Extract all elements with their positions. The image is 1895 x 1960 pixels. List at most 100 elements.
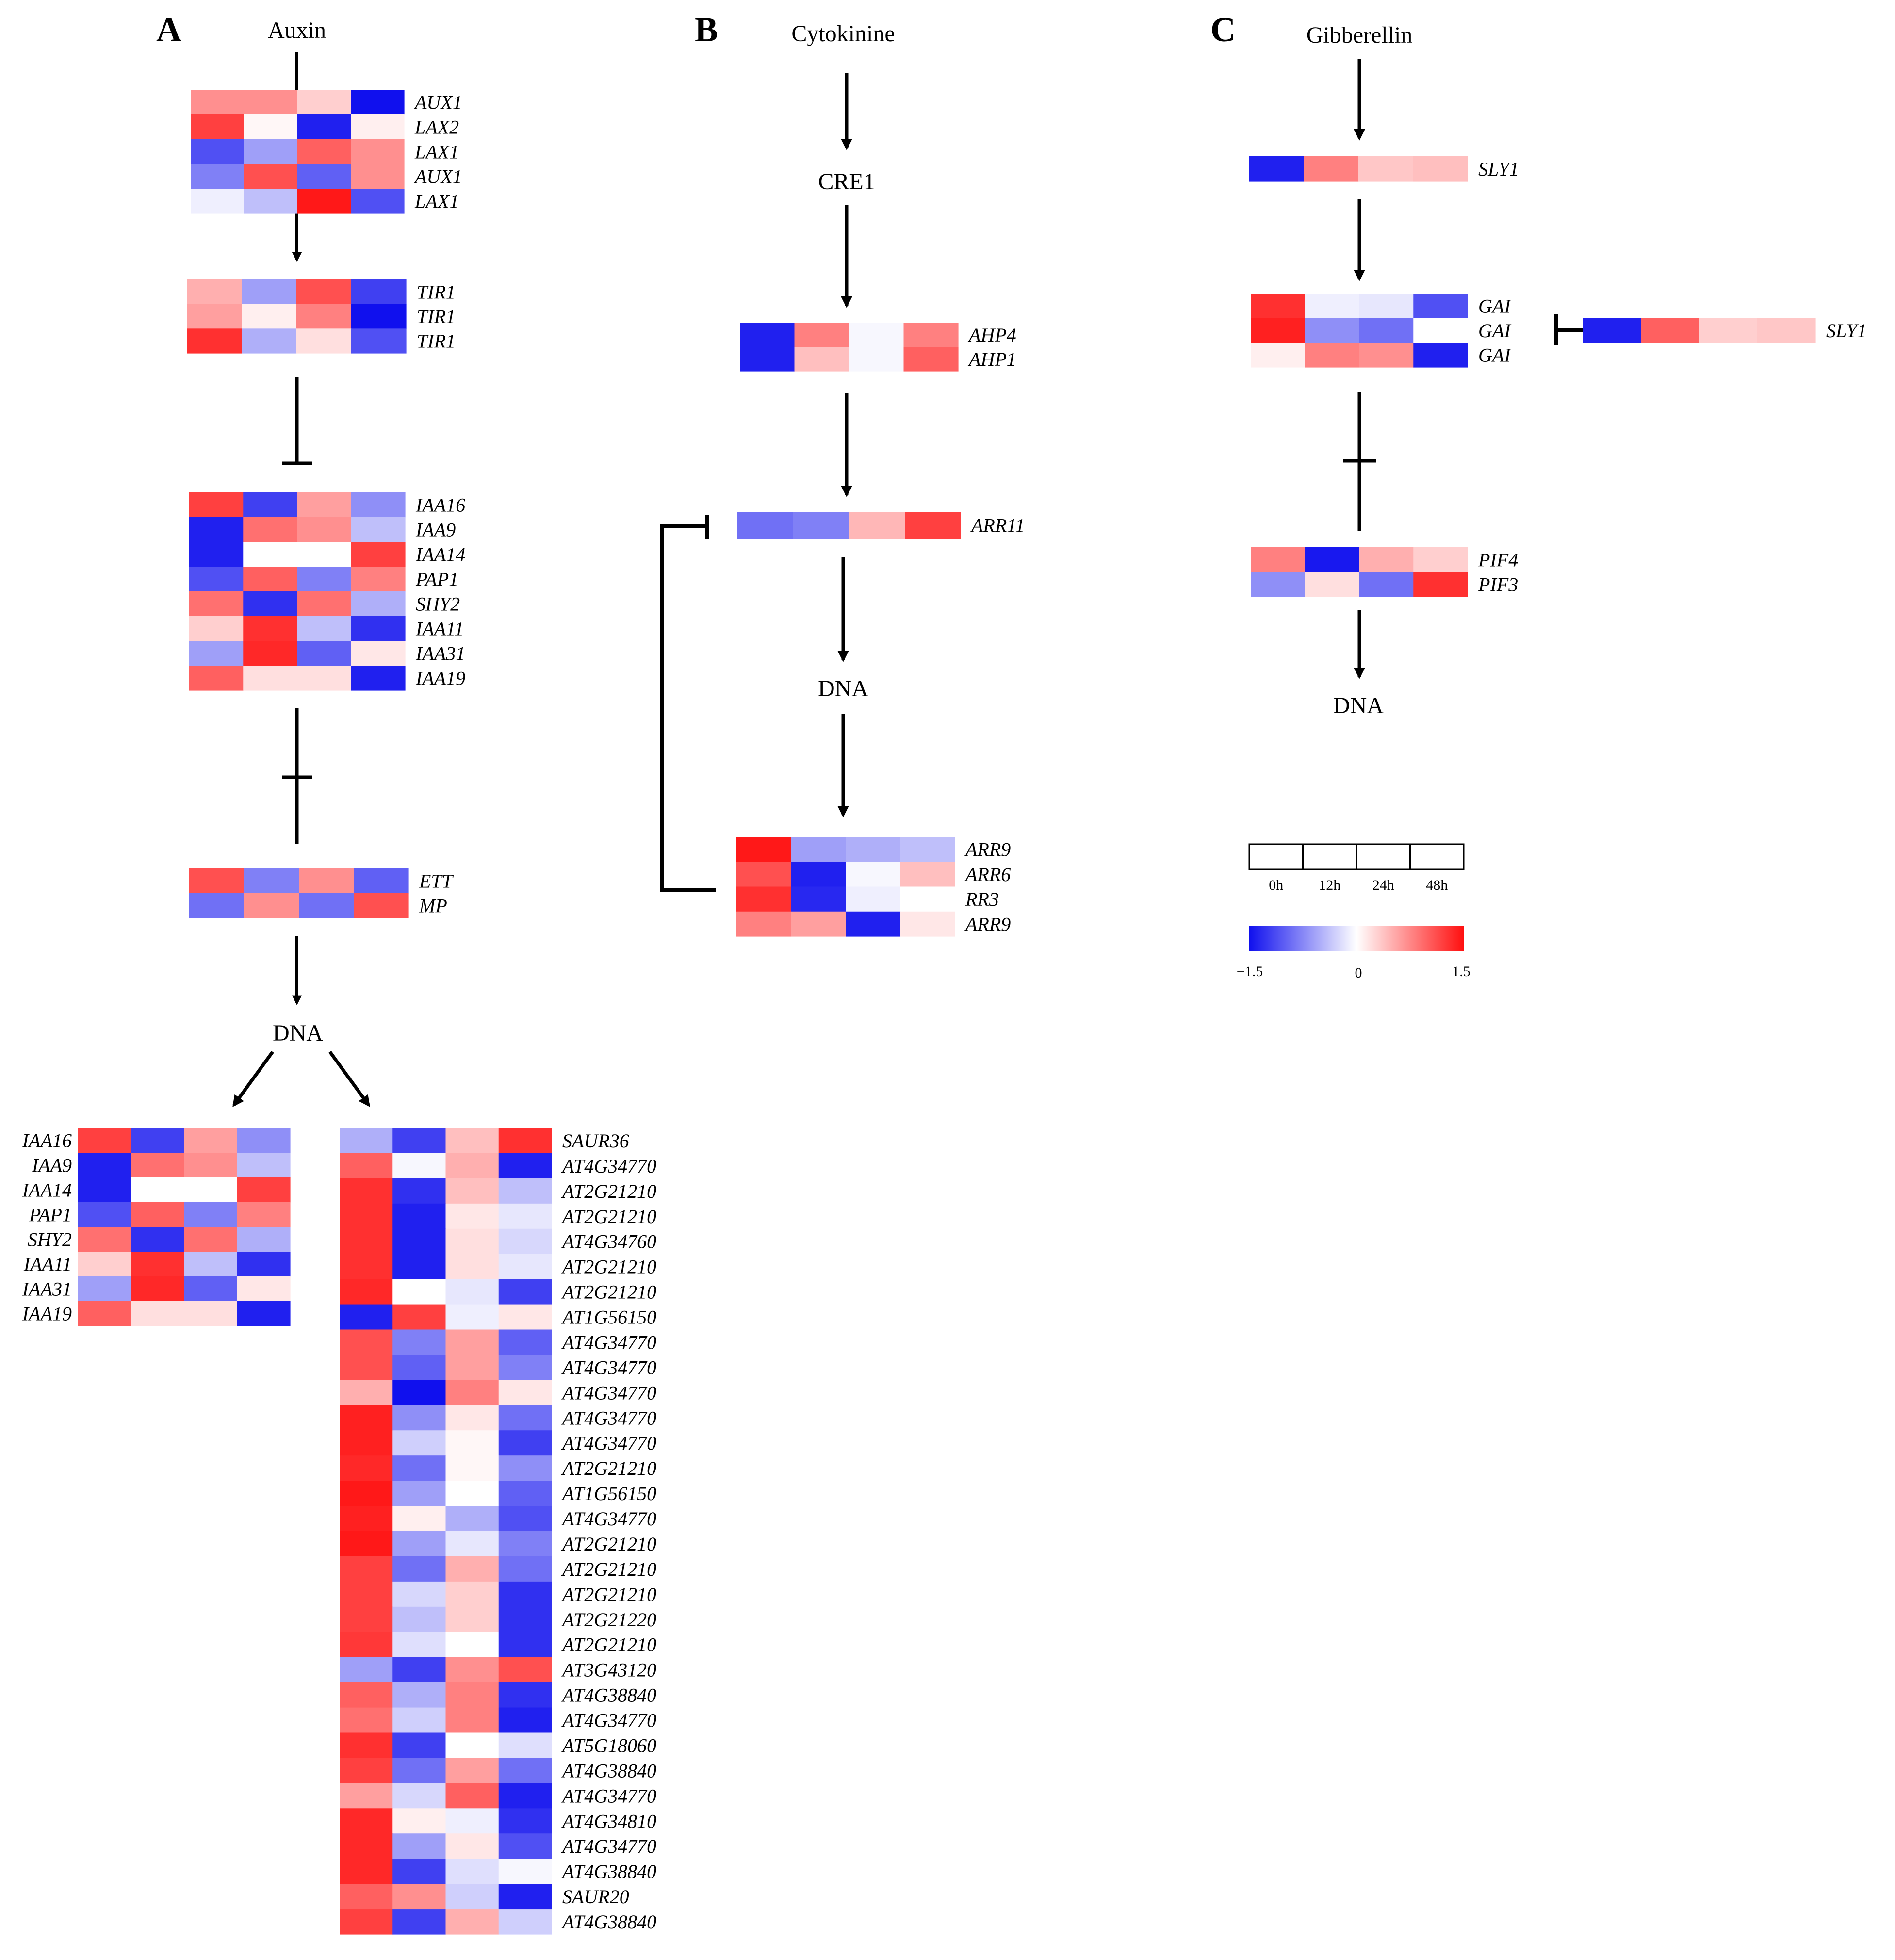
gene-label: ETT: [419, 870, 454, 892]
gene-label: AT4G34770: [561, 1382, 656, 1404]
heatmap-cell: [237, 1177, 291, 1203]
heatmap-cell: [351, 641, 406, 666]
heatmap-cell: [340, 1304, 393, 1330]
heatmap-cell: [498, 1153, 552, 1179]
heatmap-cell: [243, 616, 298, 641]
gene-label: PIF3: [1478, 574, 1518, 596]
heatmap-cell: [340, 1203, 393, 1229]
heatmap-cell: [498, 1178, 552, 1204]
heatmap-cell: [243, 492, 298, 518]
heatmap-cell: [340, 1531, 393, 1557]
heatmap-cell: [354, 868, 409, 894]
heatmap-cell: [351, 492, 406, 518]
heatmap-cell: [184, 1153, 238, 1178]
heatmap-cell: [189, 492, 244, 518]
heatmap-cell: [498, 1405, 552, 1431]
gene-label: AT2G21210: [561, 1256, 656, 1278]
heatmap-cell: [498, 1254, 552, 1280]
heatmap-cell: [392, 1128, 446, 1154]
arrow-dna-to-iaa-genes: [232, 1050, 274, 1107]
heatmap-cell: [297, 542, 352, 567]
heatmap-cell: [392, 1657, 446, 1683]
heatmap-cell: [392, 1304, 446, 1330]
gene-label: ARR9: [964, 839, 1011, 861]
heatmap-cell: [243, 641, 298, 666]
heatmap-cell: [351, 666, 406, 691]
heatmap-cell: [191, 189, 245, 214]
heatmap-cell: [340, 1833, 393, 1859]
heatmap-cell: [1305, 547, 1360, 572]
heatmap-cell: [846, 886, 901, 912]
timepoint-label: 0h: [1269, 877, 1283, 893]
heatmap-cell: [131, 1202, 184, 1227]
heatmap-cell: [392, 1758, 446, 1783]
timepoint-label: 48h: [1426, 877, 1448, 893]
heatmap-cell: [392, 1254, 446, 1280]
heatmap-cell: [737, 512, 794, 539]
heatmap-cell: [498, 1228, 552, 1255]
gene-label: AT2G21210: [561, 1558, 656, 1580]
gene-label: AT4G34770: [561, 1835, 656, 1857]
heatmap-cell: [297, 616, 352, 641]
gene-label: AT2G21210: [561, 1206, 656, 1227]
heatmap-cell: [498, 1707, 552, 1733]
gene-label: IAA9: [415, 519, 456, 541]
heatmap-cell: [392, 1909, 446, 1935]
node-dna-cytokinine: DNA: [818, 676, 868, 702]
heatmap-cell: [445, 1682, 499, 1708]
heatmap-cell: [793, 512, 849, 539]
heatmap-cell: [191, 90, 245, 115]
gene-label: LAX2: [414, 116, 459, 138]
gene-label: LAX1: [414, 191, 459, 212]
gene-label: AT4G34770: [561, 1332, 656, 1354]
heatmap-cell: [1413, 318, 1468, 343]
gene-label: MP: [419, 895, 447, 917]
heatmap-cell: [340, 1657, 393, 1683]
heatmap-cell: [498, 1329, 552, 1356]
heatmap-cell: [340, 1783, 393, 1809]
gene-label: IAA16: [415, 494, 465, 516]
heatmap-cell: [244, 90, 298, 115]
heatmap-cell: [297, 114, 351, 140]
heatmap-cell: [1359, 572, 1414, 597]
gene-label: IAA14: [22, 1179, 72, 1201]
heatmap-cell: [736, 886, 792, 912]
heatmap-cell: [237, 1276, 291, 1302]
gene-label: IAA19: [22, 1303, 72, 1325]
heatmap-cell: [498, 1380, 552, 1405]
gene-label: GAI: [1478, 344, 1511, 366]
heatmap-cell: [191, 139, 245, 164]
heatmap-cell: [445, 1329, 499, 1356]
heatmap-cell: [392, 1884, 446, 1910]
panel-letter-b: B: [695, 10, 718, 49]
heatmap-cell: [498, 1430, 552, 1456]
heatmap-cell: [243, 542, 298, 567]
heatmap-cell: [498, 1732, 552, 1759]
heatmap-cell: [187, 304, 242, 329]
heatmap-cell: [340, 1506, 393, 1532]
heatmap-cell: [740, 347, 795, 372]
heatmap-cell: [1413, 343, 1468, 368]
heatmap-cell: [340, 1405, 393, 1431]
heatmap-cell: [244, 189, 298, 214]
heatmap-cell: [1251, 572, 1306, 597]
heatmap-sly1: SLY1: [1249, 156, 1519, 182]
gene-label: IAA31: [22, 1278, 72, 1300]
heatmap-cell: [296, 304, 352, 329]
heatmap-cell: [392, 1732, 446, 1759]
gene-label: TIR1: [417, 281, 456, 303]
heatmap-cell: [244, 139, 298, 164]
panel-letter-a: A: [156, 10, 181, 49]
heatmap-cell: [297, 517, 352, 542]
timepoint-label: 12h: [1319, 877, 1340, 893]
heatmap-cell: [445, 1254, 499, 1280]
heatmap-cell: [498, 1833, 552, 1859]
gene-label: TIR1: [417, 306, 456, 327]
heatmap-cell: [189, 666, 244, 691]
gene-label: AT4G38840: [561, 1684, 656, 1706]
heatmap-cell: [184, 1301, 238, 1326]
